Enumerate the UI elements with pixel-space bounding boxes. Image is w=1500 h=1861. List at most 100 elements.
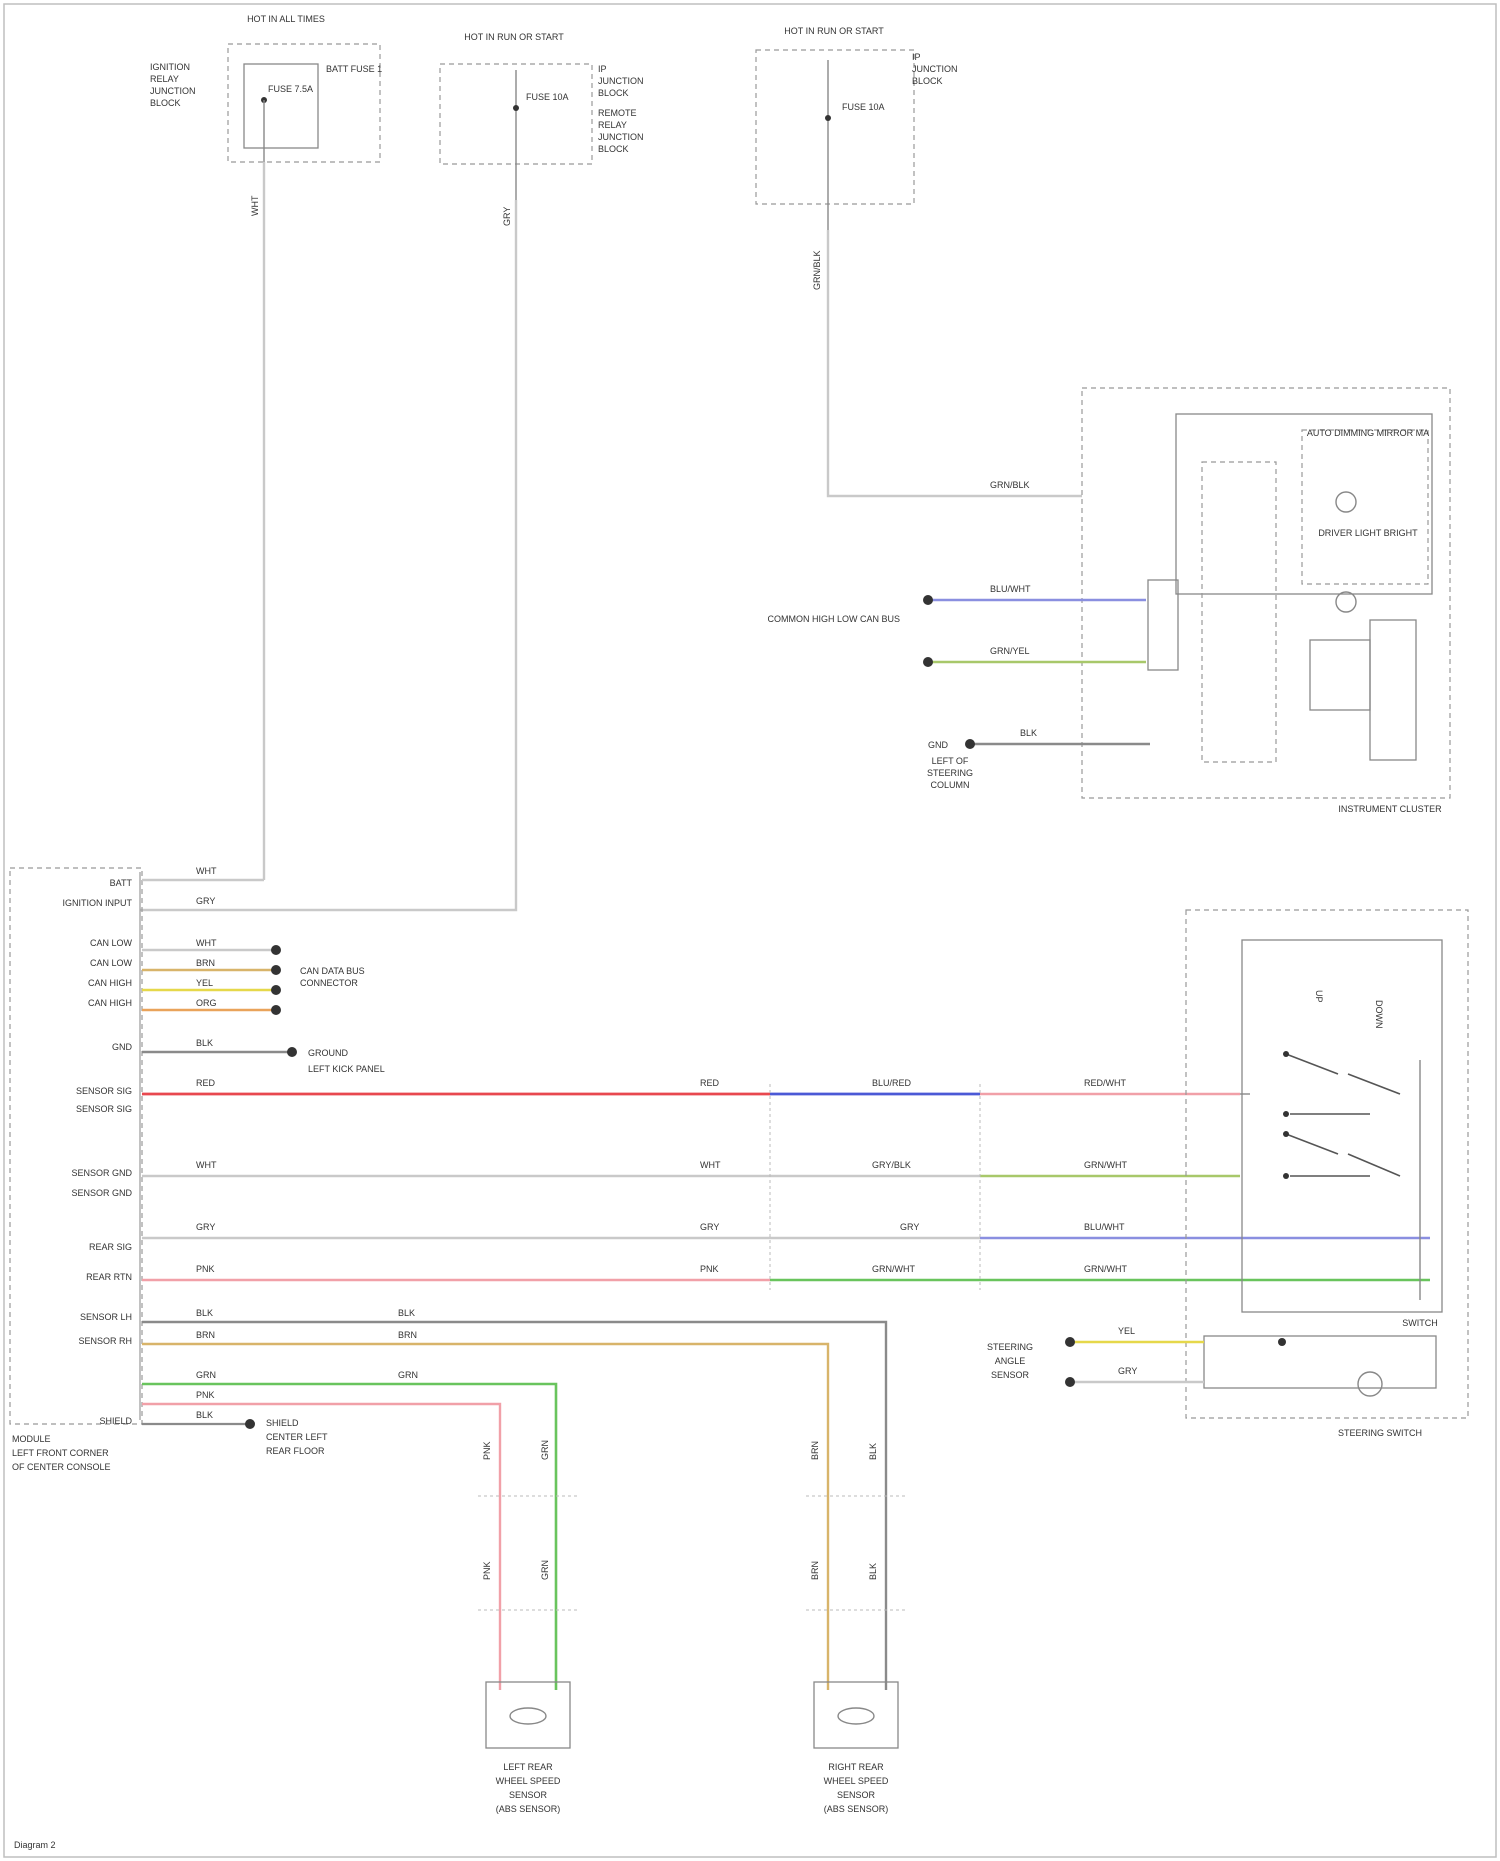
wire-pnk-left-label-2: PNK <box>700 1264 719 1274</box>
wire-sens3-label-2: GRN <box>398 1370 418 1380</box>
ic-auto-dim-label: AUTO DIMMING MIRROR MA <box>1307 428 1429 438</box>
wire-steer-g-label: GRY <box>1118 1366 1137 1376</box>
sensor-right-0: RIGHT REAR <box>828 1762 884 1772</box>
wire-wht-left-label-2: WHT <box>700 1160 721 1170</box>
module-left-desc-1: OF CENTER CONSOLE <box>12 1462 111 1472</box>
relay-box-mid-r1: JUNCTION <box>598 76 644 86</box>
relay-box-mid-title: HOT IN RUN OR START <box>464 32 564 42</box>
switch-contact-icon <box>1286 1054 1338 1074</box>
wire-red-left-label: RED <box>196 1078 216 1088</box>
sensor-right-2: SENSOR <box>837 1790 876 1800</box>
wire-batt-stub-label: WHT <box>196 866 217 876</box>
relay-box-mid-r2: BLOCK <box>598 88 629 98</box>
wire-red-right-label: RED/WHT <box>1084 1078 1126 1088</box>
fuse-box-left-title: HOT IN ALL TIMES <box>247 14 325 24</box>
shield-note-2: REAR FLOOR <box>266 1446 325 1456</box>
wire-ic-can2-label: GRN/YEL <box>990 646 1030 656</box>
wire-ic-top-label: GRN/BLK <box>990 480 1030 490</box>
wire-wht-mid-label: GRY/BLK <box>872 1160 911 1170</box>
sensor-left-3: (ABS SENSOR) <box>496 1804 561 1814</box>
sensor-right-1: WHEEL SPEED <box>824 1776 889 1786</box>
wire-sens1-label: BLK <box>196 1308 213 1318</box>
steer-sensor-0: STEERING <box>987 1342 1033 1352</box>
wheel-sensor-icon <box>510 1708 546 1724</box>
wire-sens2-label: BRN <box>196 1330 215 1340</box>
wire-pnk-left-label: PNK <box>196 1264 215 1274</box>
fuse-box-left-side-3: BLOCK <box>150 98 181 108</box>
steer-sensor-1: ANGLE <box>995 1356 1026 1366</box>
module-pin-label: CAN LOW <box>90 958 133 968</box>
relay-box-mid-r5: JUNCTION <box>598 132 644 142</box>
relay-box-right-fuse: FUSE 10A <box>842 102 885 112</box>
sensor-icon <box>1358 1372 1382 1396</box>
sensor-left-2: SENSOR <box>509 1790 548 1800</box>
wire-gry-mid-label: GRY <box>900 1222 919 1232</box>
relay-box-mid-r0: IP <box>598 64 607 74</box>
ic-gnd-desc-2: COLUMN <box>930 780 969 790</box>
wire-steer-y-label: YEL <box>1118 1326 1135 1336</box>
module-pin-label: SENSOR RH <box>78 1336 132 1346</box>
can-note-1: CONNECTOR <box>300 978 358 988</box>
instrument-cluster: AUTO DIMMING MIRROR MA DRIVER LIGHT BRIG… <box>767 388 1450 814</box>
sensor-left-1: WHEEL SPEED <box>496 1776 561 1786</box>
module-pin-label: IGNITION INPUT <box>63 898 133 908</box>
ic-label: INSTRUMENT CLUSTER <box>1338 804 1442 814</box>
relay-box-mid-r6: BLOCK <box>598 144 629 154</box>
relay-box-right: HOT IN RUN OR START IP JUNCTION BLOCK FU… <box>756 26 958 230</box>
fuse-box-left-side-0: IGNITION <box>150 62 190 72</box>
drop-l2-label: GRN <box>540 1440 550 1460</box>
relay-box-right-r2: BLOCK <box>912 76 943 86</box>
ic-gnd-desc-0: LEFT OF <box>932 756 969 766</box>
wheel-sensor-icon-2 <box>838 1708 874 1724</box>
relay-box-right-r0: IP <box>912 52 921 62</box>
wire-ign-feed <box>140 200 516 910</box>
relay-box-mid-r3: REMOTE <box>598 108 637 118</box>
relay-box-mid-r4: RELAY <box>598 120 627 130</box>
relay-box-right-r1: JUNCTION <box>912 64 958 74</box>
wire-ic-gnd-label: BLK <box>1020 728 1037 738</box>
sensor-left-0: LEFT REAR <box>503 1762 553 1772</box>
wire-wht-left-label: WHT <box>196 1160 217 1170</box>
module-pin-label: SHIELD <box>99 1416 132 1426</box>
ic-gnd-label: GND <box>928 740 949 750</box>
steer-sensor-2: SENSOR <box>991 1370 1030 1380</box>
wire-sens3 <box>142 1384 556 1690</box>
wire-gry-left-label-2: GRY <box>700 1222 719 1232</box>
steering-switch-label: STEERING SWITCH <box>1338 1428 1422 1438</box>
fuse-box-left-side-1: RELAY <box>150 74 179 84</box>
can-note-0: CAN DATA BUS <box>300 966 365 976</box>
module-pin-label: BATT <box>110 878 133 888</box>
module-pin-label: REAR RTN <box>86 1272 132 1282</box>
wire-can2-label: BRN <box>196 958 215 968</box>
switch-box-label: SWITCH <box>1402 1318 1438 1328</box>
wire-sens1 <box>142 1322 886 1690</box>
module-pin-label: CAN HIGH <box>88 978 132 988</box>
sensor-right-3: (ABS SENSOR) <box>824 1804 889 1814</box>
ic-can-label: COMMON HIGH LOW CAN BUS <box>767 614 900 624</box>
fuse-box-left: HOT IN ALL TIMES BATT FUSE 1 FUSE 7.5A I… <box>150 14 382 162</box>
lamp-icon-2 <box>1336 592 1356 612</box>
module-pin-label: SENSOR LH <box>80 1312 132 1322</box>
wire-batt-label: WHT <box>250 195 260 216</box>
sensor-left: LEFT REAR WHEEL SPEED SENSOR (ABS SENSOR… <box>486 1682 570 1814</box>
footer-ref: Diagram 2 <box>14 1840 56 1850</box>
wire-wht-right-label: GRN/WHT <box>1084 1160 1127 1170</box>
wire-can4-label: ORG <box>196 998 217 1008</box>
wire-ign-label: GRY <box>502 207 512 226</box>
wire-can3-label: YEL <box>196 978 213 988</box>
wire-sens2 <box>142 1344 828 1690</box>
drop-l1-label: PNK <box>482 1441 492 1460</box>
module-pin-label: SENSOR SIG <box>76 1104 132 1114</box>
fuse-box-left-sublabel: BATT FUSE 1 <box>326 64 382 74</box>
ic-gnd-desc-1: STEERING <box>927 768 973 778</box>
module-pin-label: REAR SIG <box>89 1242 132 1252</box>
wire-gnd-label: BLK <box>196 1038 213 1048</box>
ic-lamp-label: DRIVER LIGHT BRIGHT <box>1318 528 1418 538</box>
module-pin-label: SENSOR GND <box>71 1188 132 1198</box>
wire-gry-right-label: BLU/WHT <box>1084 1222 1125 1232</box>
module-pin-label: GND <box>112 1042 133 1052</box>
wire-red-mid-label: BLU/RED <box>872 1078 912 1088</box>
wire-pnk-mid-label: GRN/WHT <box>872 1264 915 1274</box>
wire-ign-stub-label: GRY <box>196 896 215 906</box>
